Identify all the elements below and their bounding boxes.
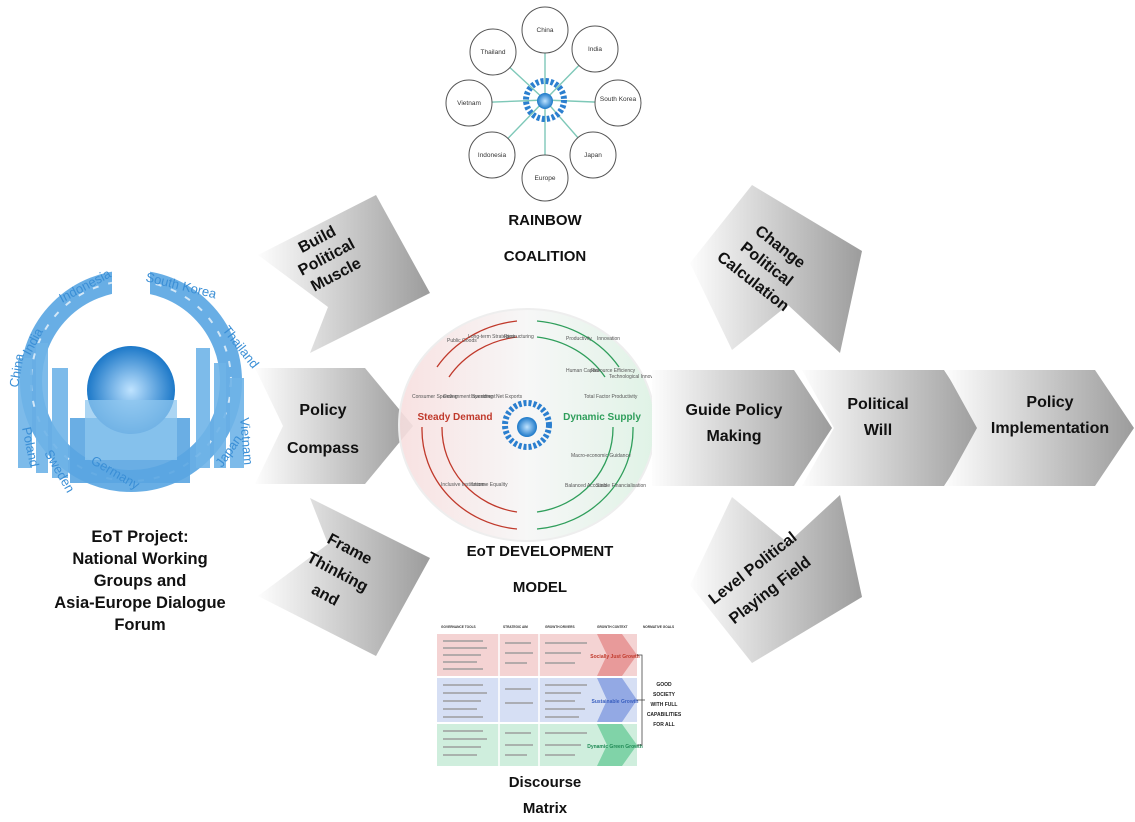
country-label: Vietnam [457,100,481,107]
country-node-china [521,6,569,54]
model-item: Total Factor Productivity [584,394,638,400]
arrow-label-line: Making [706,428,762,445]
country-label: China [537,27,554,34]
arrow-label-line: Policy [299,402,347,419]
arrow-frame-label: Frame Thinking and [270,513,404,626]
dynamic-supply-label: Dynamic Supply [563,412,641,423]
eot-development-model: Steady Demand Dynamic Supply [398,308,656,542]
matrix-header: GOVERNANCE TOOLS [441,625,476,629]
matrix-row-name: Dynamic Green Growth [587,744,643,750]
eot-caption-line: Asia-Europe Dialogue [54,594,226,612]
model-item: Income Equality [472,482,508,488]
country-node-indonesia [468,131,516,179]
arrow-level-playing-field [690,495,862,663]
matrix-header: STRATEGIC AIM [503,625,528,629]
arrow-change-political-calculation [690,185,862,353]
model-item: Public Goods [447,338,477,344]
model-item: Government Spending [443,394,494,400]
arrow-policy-implementation [945,370,1134,486]
arrow-label-line: Implementation [990,420,1110,437]
arrow-frame-thinking [258,498,430,656]
arrow-label-line: Will [863,422,893,439]
arrow-build-political-muscle [258,195,430,353]
rainbow-center-logo [523,78,567,122]
rainbow-title-line: COALITION [503,248,587,265]
model-item: Productivity [566,336,592,342]
discourse-matrix-title: Discourse Matrix [480,770,610,822]
matrix-goal: GOOD SOCIETY WITH FULL CAPABILITIES FOR … [646,682,682,728]
arrow-label-line: Compass [286,440,360,457]
eot-project-caption: EoT Project: National Working Groups and… [20,526,260,636]
eot-caption-line: National Working [72,550,208,568]
matrix-row-name: Socially Just Growth [590,654,639,660]
model-item: Investment [471,394,496,400]
rainbow-coalition-title: RAINBOW COALITION [480,203,610,275]
model-title-line: MODEL [512,579,568,596]
country-label: Indonesia [478,152,507,159]
model-item: Consumer Spending [412,394,458,400]
model-item: Innovation [597,336,621,342]
model-item: Macro-economic Guidance [571,453,631,459]
arrow-guide-label: Guide Policy Making [664,398,804,450]
eot-project-logo: India Indonesia South Korea Thailand Vie… [6,268,262,495]
arrow-label-line: Guide Policy [685,402,783,419]
arrow-policy-compass-label: Policy Compass [278,392,368,468]
rainbow-title-line: RAINBOW [508,212,582,229]
model-item: Long-term Strategies [468,334,515,340]
country-node-japan [569,131,617,179]
country-node-india [571,25,619,73]
country-label: South Korea [600,96,637,103]
model-item: Resource Efficiency [591,368,636,374]
model-title-line: EoT DEVELOPMENT [466,543,614,560]
country-label: Japan [584,152,602,159]
matrix-row-name: Sustainable Growth [592,699,639,705]
model-item: Stable Financialisation [596,483,647,489]
country-node-thailand [469,28,517,76]
country-node-europe [521,154,569,202]
model-item: Restructuring [504,334,534,340]
model-item: Human Capital [566,368,600,374]
arrow-policy-implementation-label: Policy Implementation [980,390,1120,442]
steady-demand-label: Steady Demand [417,412,492,423]
arrow-label-line: Policy [1026,394,1074,411]
matrix-header: NORMATIVE GOALS [643,625,674,629]
discourse-matrix-table: GOVERNANCE TOOLS STRATEGIC AIM GROWTH DR… [437,625,674,766]
ring-country: China [6,352,27,389]
eot-caption-line: Forum [114,616,166,634]
matrix-header: GROWTH CONTEXT [597,625,628,629]
ring-country: Vietnam [237,417,256,466]
country-label: Europe [535,175,556,182]
arrow-political-will-label: Political Will [818,392,938,444]
country-label: India [588,46,602,53]
model-item: Inclusive Institutions [441,482,486,488]
model-item: Balanced Accounts [565,483,608,489]
matrix-header: GROWTH DRIVERS [545,625,575,629]
rainbow-coalition-diagram: China India South Korea Japan Europe Ind… [445,6,642,202]
matrix-title-line: Discourse [508,774,582,791]
eot-caption-line: EoT Project: [91,528,189,546]
model-item: Net Exports [496,394,523,400]
arrow-political-will [802,370,982,486]
arrow-policy-compass [255,368,413,484]
arrow-guide-policy-making [652,370,832,486]
country-node-south-korea [594,79,642,127]
country-label: Thailand [481,49,506,56]
eot-caption-line: Groups and [93,572,187,590]
model-center-logo [502,400,552,450]
eot-development-model-title: EoT DEVELOPMENT MODEL [445,534,635,606]
model-item: Technological Innovation [609,374,664,380]
matrix-title-line: Matrix [522,800,568,817]
arrow-label-line: Political [847,396,909,413]
country-node-vietnam [445,79,493,127]
